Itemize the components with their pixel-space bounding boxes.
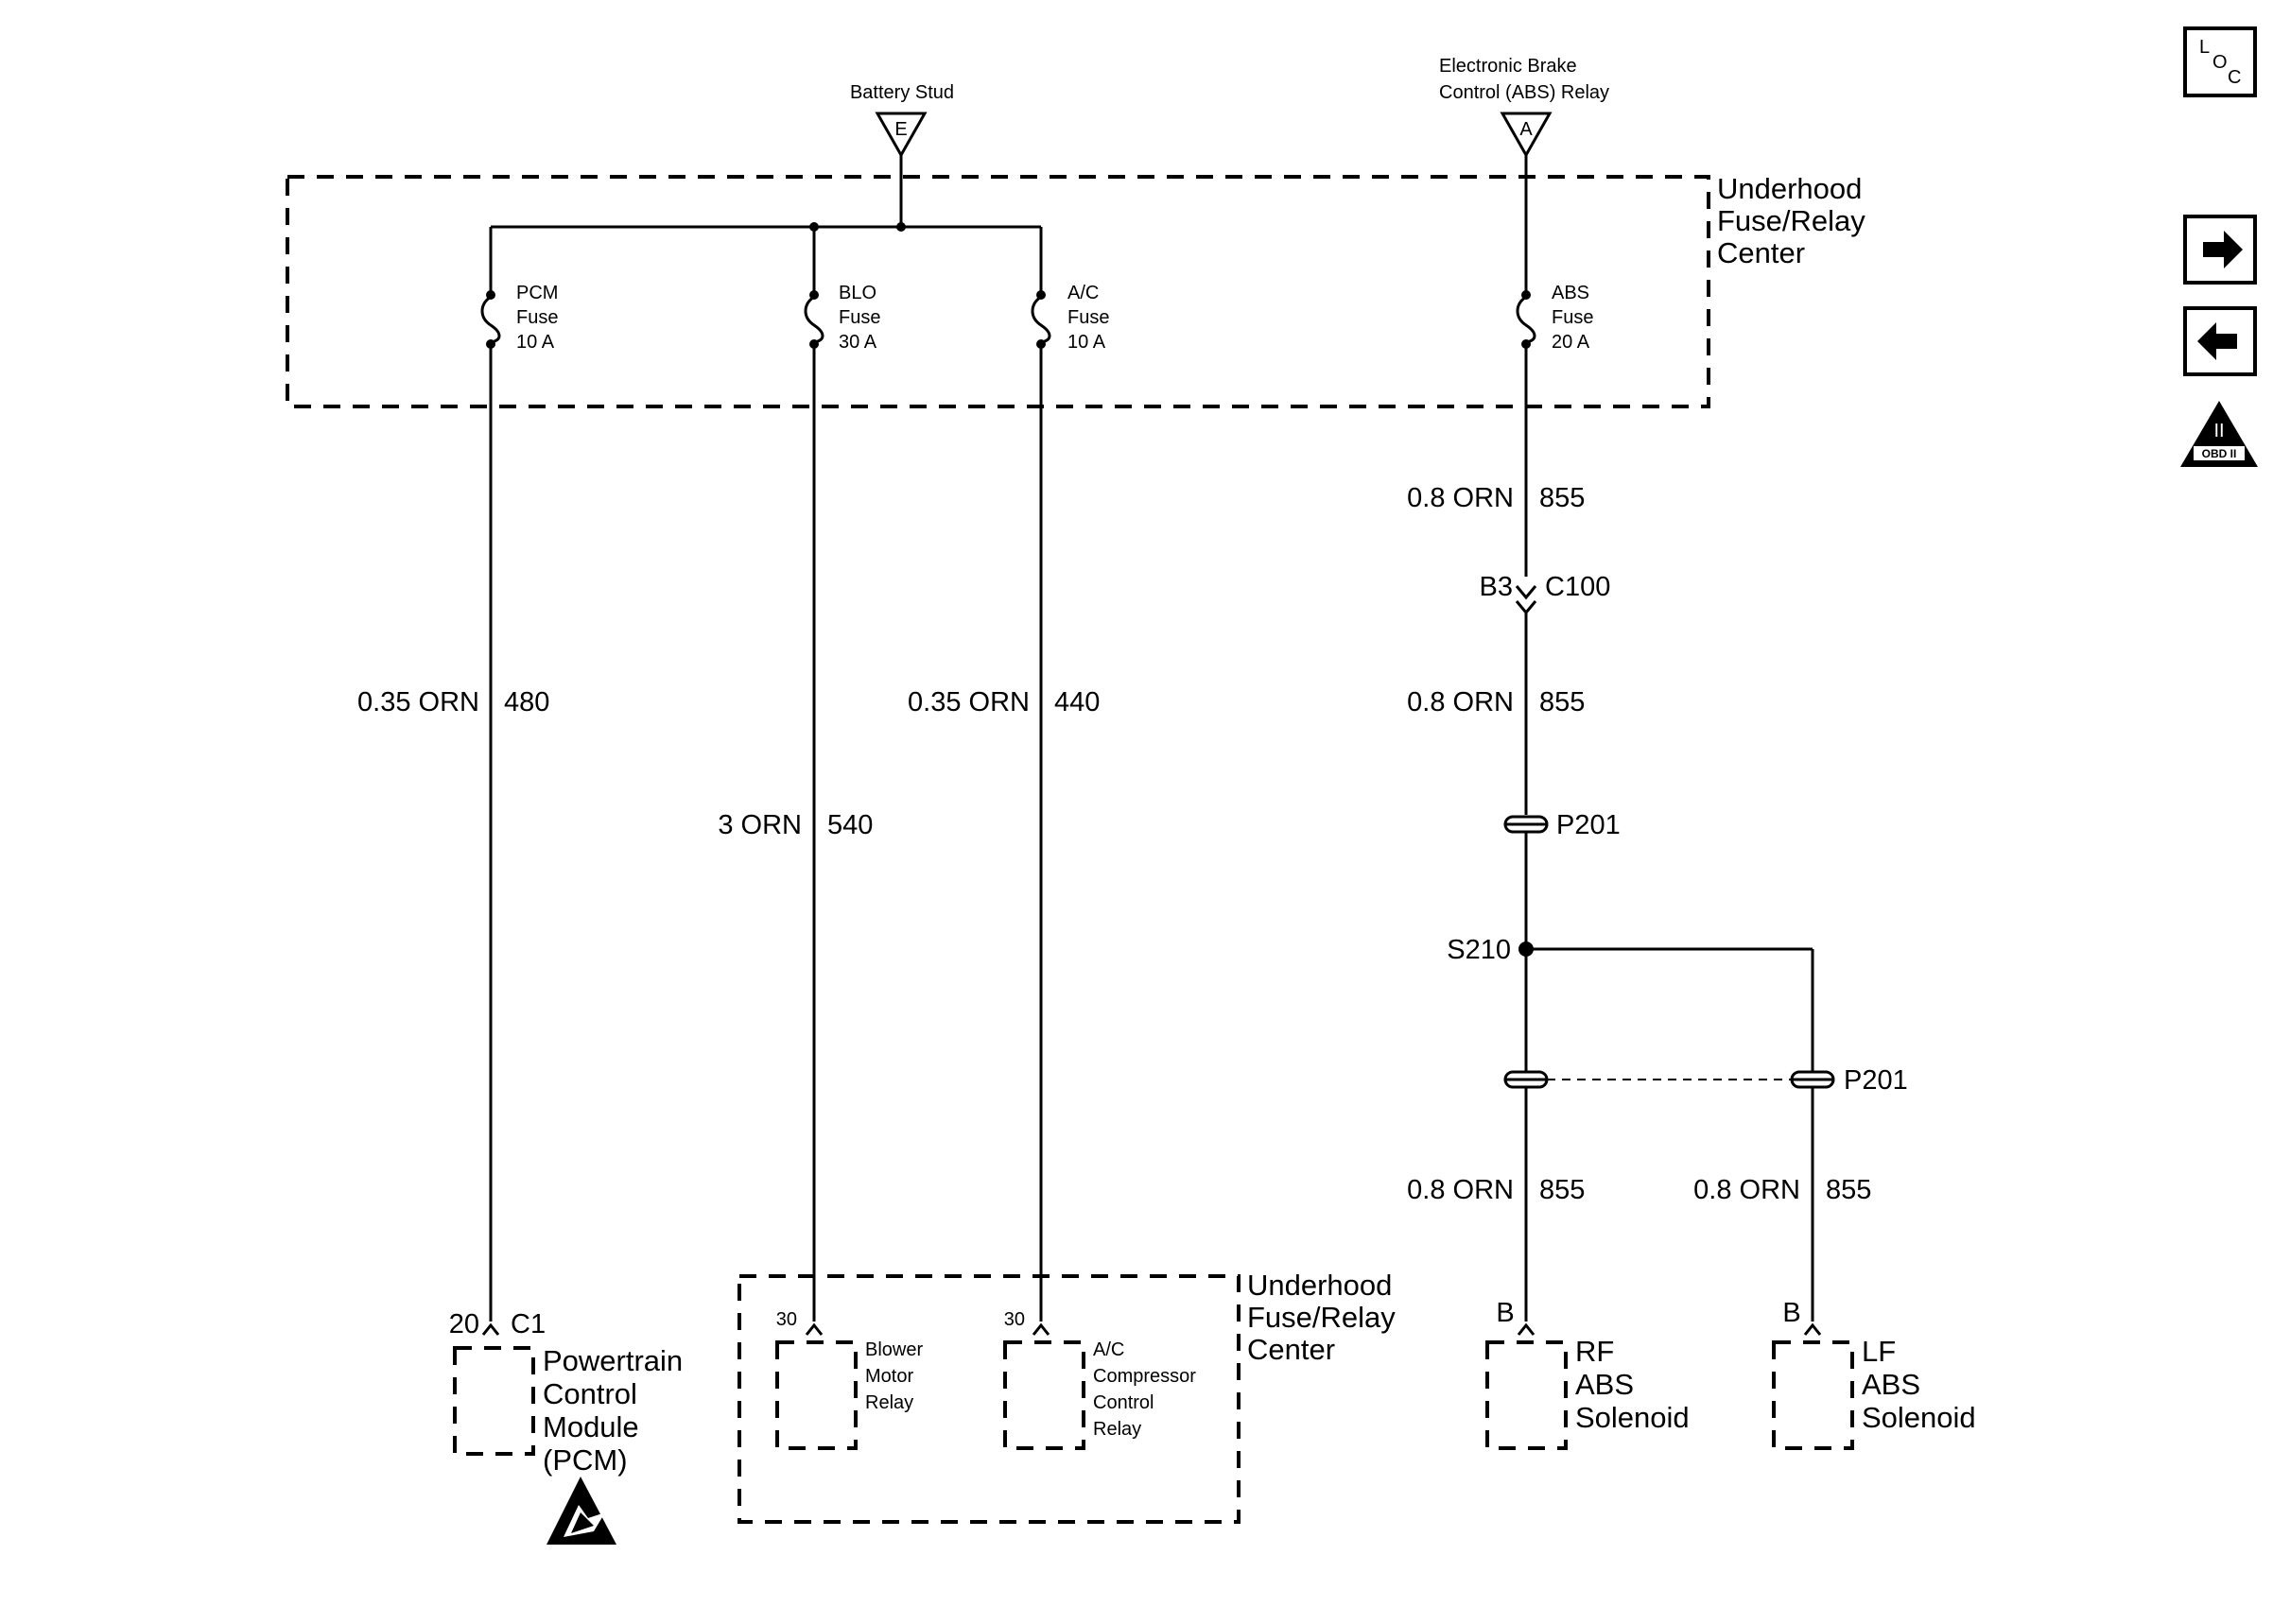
rf-solenoid-label-3: Solenoid [1575, 1401, 1690, 1434]
pcm-wire-circuit: 480 [504, 687, 549, 717]
blower-relay-label-3: Relay [865, 1392, 913, 1413]
fuse-name: ABS [1552, 283, 1589, 303]
esd-warning-icon [547, 1477, 616, 1545]
fuse-name: PCM [516, 283, 558, 303]
abs-wire-upper-gauge-color: 0.8 ORN [1407, 483, 1514, 513]
arrow-left-icon [2197, 322, 2237, 360]
lf-solenoid-label-3: Solenoid [1862, 1401, 1976, 1434]
previous-page-button[interactable] [2183, 306, 2257, 376]
fuse-rating: 30 A [839, 332, 877, 353]
lf-solenoid-label-1: LF [1862, 1335, 1896, 1368]
rf-solenoid-label-2: ABS [1575, 1368, 1634, 1401]
fuse-type: Fuse [839, 307, 880, 328]
abs-wire-mid-gauge-color: 0.8 ORN [1407, 687, 1514, 717]
pcm-wire-gauge-color: 0.35 ORN [357, 687, 479, 717]
pcm-label-3: Module [543, 1410, 639, 1443]
pcm-component: 20 C1 Powertrain Control Module (PCM) [449, 1309, 683, 1477]
abs-wire-upper-circuit: 855 [1539, 483, 1585, 513]
fuse-type: Fuse [1552, 307, 1593, 328]
abs-relay-label-1: Electronic Brake [1439, 56, 1577, 77]
fuse-type: Fuse [516, 307, 558, 328]
blower-relay-pin: 30 [776, 1309, 797, 1330]
p201-upper-connector: P201 [1503, 810, 1621, 840]
blower-motor-relay: 30 Blower Motor Relay [775, 1309, 923, 1450]
loc-letter-o: O [2212, 52, 2228, 73]
fuse-rating: 10 A [516, 332, 555, 353]
blo-fuse: BLO Fuse 30 A [804, 227, 880, 353]
ac-relay-label-2: Compressor [1093, 1366, 1196, 1387]
c100-pin: B3 [1480, 572, 1513, 602]
rf-abs-solenoid: B RF ABS Solenoid [1485, 1298, 1690, 1450]
rf-solenoid-pin: B [1496, 1298, 1514, 1328]
lf-abs-solenoid: B LF ABS Solenoid [1772, 1298, 1976, 1450]
relay-center-label-1: Underhood [1247, 1269, 1392, 1302]
fuse-center-label-3: Center [1717, 236, 1805, 269]
abs-lf-wire-gauge-color: 0.8 ORN [1693, 1175, 1800, 1205]
battery-stud-letter: E [894, 119, 907, 140]
next-page-button[interactable] [2183, 215, 2257, 285]
ac-relay-label-4: Relay [1093, 1419, 1141, 1440]
obd-numeral: II [2213, 421, 2224, 441]
pcm-fuse: PCM Fuse 10 A [480, 227, 558, 353]
pcm-label-1: Powertrain [543, 1344, 683, 1377]
bus-junction-dot [896, 222, 906, 232]
arrow-right-icon [2203, 231, 2243, 268]
relay-center-box [737, 1274, 1241, 1524]
blo-wire-circuit: 540 [827, 810, 873, 840]
obd-ii-icon[interactable]: II OBD II [2180, 401, 2258, 467]
fuse-name: BLO [839, 283, 876, 303]
lf-solenoid-label-2: ABS [1862, 1368, 1920, 1401]
fuse-center-label-1: Underhood [1717, 172, 1862, 205]
abs-wire-mid-circuit: 855 [1539, 687, 1585, 717]
loc-letter-c: C [2228, 67, 2241, 88]
p201-lower-connector: P201 [1503, 1065, 1908, 1096]
abs-relay-terminal: Electronic Brake Control (ABS) Relay A [1439, 56, 1609, 159]
lf-solenoid-pin: B [1782, 1298, 1800, 1328]
blo-wire-gauge-color: 3 ORN [718, 810, 802, 840]
fuse-rating: 10 A [1067, 332, 1106, 353]
s210-label: S210 [1447, 935, 1511, 965]
ac-relay-label-3: Control [1093, 1392, 1154, 1413]
ac-fuse: A/C Fuse 10 A [1031, 227, 1109, 353]
pcm-pin: 20 [449, 1309, 479, 1339]
ac-compressor-relay: 30 A/C Compressor Control Relay [1003, 1309, 1196, 1450]
blower-relay-label-1: Blower [865, 1339, 923, 1360]
obd-label: OBD II [2202, 447, 2237, 460]
abs-relay-letter: A [1519, 119, 1533, 140]
pcm-connector: C1 [511, 1309, 546, 1339]
blower-relay-label-2: Motor [865, 1366, 913, 1387]
relay-center-label-3: Center [1247, 1333, 1335, 1366]
ac-relay-pin: 30 [1004, 1309, 1025, 1330]
battery-stud-terminal: Battery Stud E [850, 82, 954, 159]
c100-connector: B3 C100 [1480, 572, 1610, 615]
abs-fuse: ABS Fuse 20 A [1516, 283, 1593, 353]
abs-rf-wire-circuit: 855 [1539, 1175, 1585, 1205]
fuse-type: Fuse [1067, 307, 1109, 328]
ac-wire-gauge-color: 0.35 ORN [908, 687, 1030, 717]
rf-solenoid-label-1: RF [1575, 1335, 1614, 1368]
fuse-center-box [286, 175, 1710, 408]
p201-lower-label: P201 [1844, 1065, 1908, 1096]
abs-relay-label-2: Control (ABS) Relay [1439, 82, 1609, 103]
p201-upper-label: P201 [1556, 810, 1621, 840]
fuse-center-label-2: Fuse/Relay [1717, 204, 1865, 237]
abs-lf-wire-circuit: 855 [1826, 1175, 1871, 1205]
loc-letter-l: L [2199, 37, 2210, 58]
c100-name: C100 [1545, 572, 1610, 602]
pcm-label-4: (PCM) [543, 1443, 628, 1477]
battery-stud-label: Battery Stud [850, 82, 954, 103]
location-icon-button[interactable]: L O C [2183, 26, 2257, 97]
ac-relay-label-1: A/C [1093, 1339, 1124, 1360]
ac-wire-circuit: 440 [1054, 687, 1100, 717]
relay-center-label-2: Fuse/Relay [1247, 1301, 1396, 1334]
fuse-rating: 20 A [1552, 332, 1590, 353]
pcm-label-2: Control [543, 1377, 637, 1410]
fuse-name: A/C [1067, 283, 1099, 303]
abs-rf-wire-gauge-color: 0.8 ORN [1407, 1175, 1514, 1205]
